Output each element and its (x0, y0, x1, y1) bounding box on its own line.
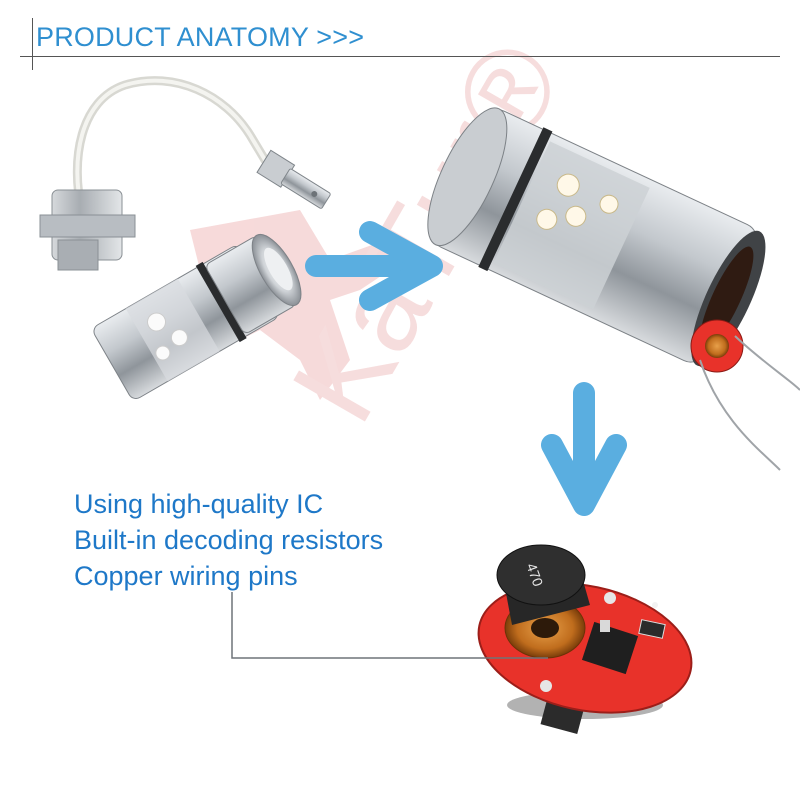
arrow-right-icon (305, 221, 443, 311)
callout-line (231, 592, 548, 659)
header-rule (20, 56, 780, 57)
page-title: PRODUCT ANATOMY >>> (36, 22, 365, 52)
feature-item: Copper wiring pins (74, 561, 298, 591)
feature-list: Using high-quality IC Built-in decoding … (74, 486, 383, 594)
header-tick (32, 18, 33, 70)
led-bulb-open (427, 107, 800, 471)
arrow-down-icon (541, 382, 627, 516)
feature-item: Using high-quality IC (74, 489, 324, 519)
inductor-marking: 470 (523, 561, 546, 589)
driver-board: 470 (477, 544, 693, 734)
led-bulb-assembled (39, 76, 331, 399)
feature-item: Built-in decoding resistors (74, 525, 384, 555)
